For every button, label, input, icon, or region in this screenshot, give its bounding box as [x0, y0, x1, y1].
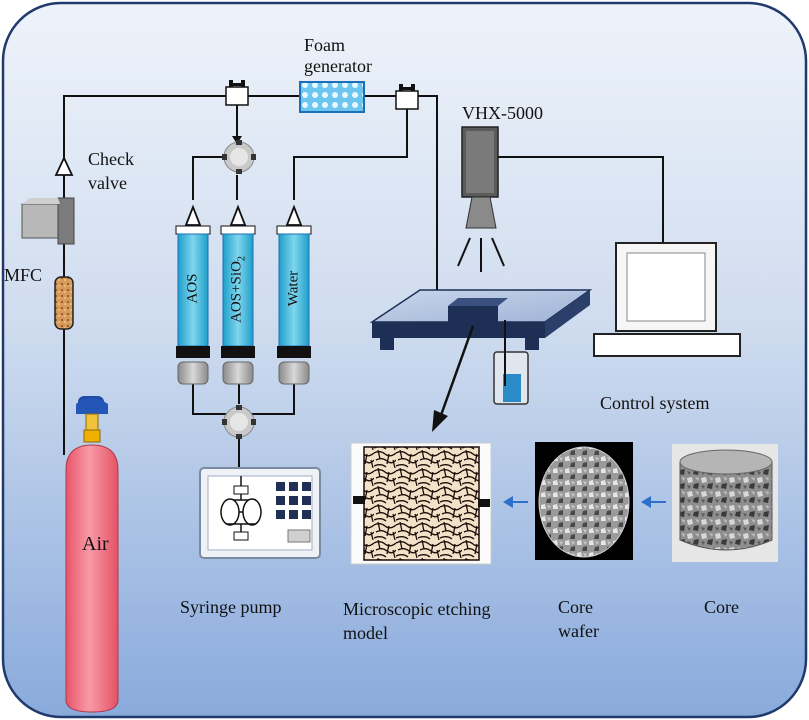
microscopic-model-label: Microscopic etching: [343, 599, 491, 619]
three-way-valve-left-icon: [225, 80, 249, 110]
syringe-pump-label: Syringe pump: [180, 597, 282, 617]
syringe-arrow-aos-icon: [184, 204, 202, 226]
mfc-label: MFC: [4, 265, 43, 285]
mixing-valve-bottom-icon: [222, 405, 256, 439]
check-valve-label: Check: [88, 149, 134, 169]
etching-model-image: [350, 442, 492, 565]
wafer-to-model-arrow: [503, 496, 528, 508]
foam-generator-label-2: generator: [304, 56, 372, 76]
three-way-valve-right-icon: [395, 84, 419, 110]
foam-generator-icon: [299, 81, 365, 113]
stage-to-model-arrow: [432, 325, 475, 432]
vhx-camera-icon: [457, 126, 505, 272]
air-label: Air: [82, 533, 109, 555]
syringe-aos-sio2-label: AOS+SiO2: [229, 252, 248, 328]
syringe-aos-sio2-subscript: 2: [236, 256, 248, 262]
syringe-aos-label: AOS: [184, 273, 201, 304]
core-wafer-label-2: wafer: [558, 621, 599, 641]
mfc-meter-icon: [54, 276, 74, 330]
mfc-device-icon: [21, 197, 75, 245]
syringe-aos-sio2-text: AOS+SiO: [228, 261, 245, 323]
check-valve-icon: [54, 155, 74, 176]
syringe-arrow-water-icon: [285, 204, 303, 226]
mixing-valve-top-icon: [222, 140, 256, 174]
syringe-arrow-aos-sio2-icon: [229, 204, 247, 226]
observation-stage-icon: [369, 289, 593, 350]
microscopic-model-label-2: model: [343, 623, 388, 643]
core-wafer-label: Core: [558, 597, 593, 617]
syringe-water-icon: [276, 225, 312, 385]
foam-generator-label: Foam: [304, 35, 346, 55]
beaker-icon: [493, 320, 529, 405]
core-sample-image: [672, 444, 778, 562]
syringe-aos-sio2-icon: [220, 225, 256, 385]
air-cylinder-icon: [65, 396, 119, 713]
control-system-monitor-icon: [593, 242, 741, 357]
core-to-wafer-arrow: [641, 496, 666, 508]
syringe-pump-icon: [199, 467, 321, 559]
core-label: Core: [704, 597, 739, 617]
syringe-water-label: Water: [285, 270, 302, 307]
syringe-aos-icon: [175, 225, 211, 385]
core-wafer-image: [535, 442, 633, 560]
control-system-label: Control system: [600, 393, 710, 413]
check-valve-label-2: valve: [88, 173, 127, 193]
vhx-label: VHX-5000: [462, 103, 543, 123]
